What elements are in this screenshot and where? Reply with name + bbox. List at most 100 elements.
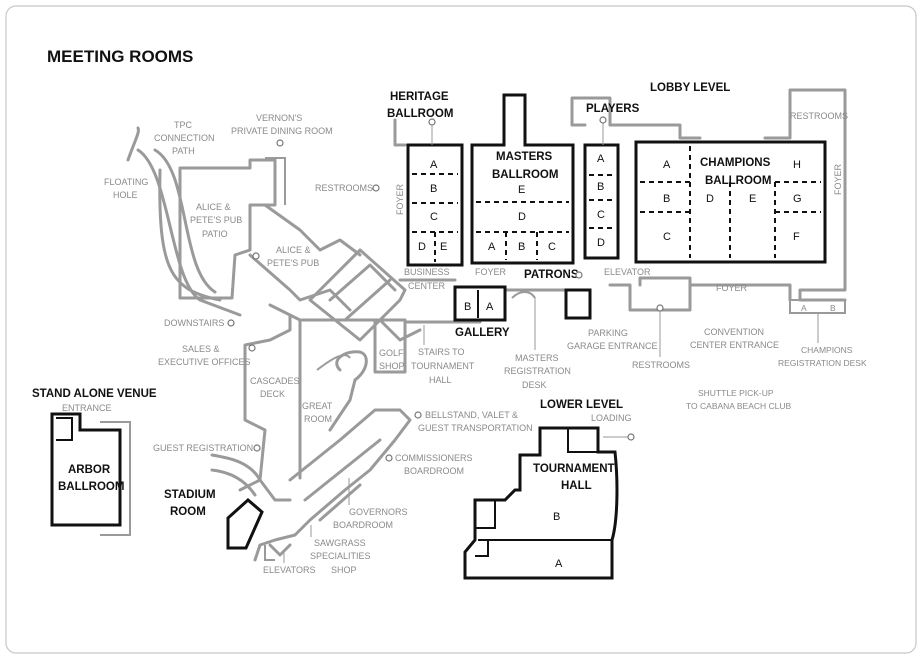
vernons-marker-icon — [276, 139, 284, 147]
commissioners-label-1: COMMISSIONERS — [395, 453, 473, 463]
tpc-label-3: PATH — [172, 146, 195, 156]
convention-label-1: CONVENTION — [704, 327, 764, 337]
masters-section-c: C — [548, 241, 556, 253]
tpc-label-1: TPC — [174, 120, 193, 130]
arbor-ballroom[interactable]: ARBOR BALLROOM — [50, 412, 131, 536]
players-section-b: B — [597, 181, 604, 193]
masters-title-line1: MASTERS — [496, 151, 553, 163]
champions-section-f: F — [793, 231, 800, 243]
loading-marker-icon — [627, 433, 635, 441]
main-building-outline — [126, 88, 847, 562]
champions-section-a: A — [663, 159, 671, 171]
downstairs-marker-icon — [227, 319, 235, 327]
cascades-label-2: DECK — [260, 389, 285, 399]
business-label-2: CENTER — [408, 281, 446, 291]
pub-label-2: PETE'S PUB — [267, 258, 319, 268]
players-marker-icon — [599, 116, 607, 124]
masters-section-d: D — [518, 211, 526, 223]
heritage-ballroom[interactable]: A B C D E — [406, 143, 464, 267]
players-section-a: A — [597, 153, 605, 165]
great-room-label-1: GREAT — [302, 401, 333, 411]
masters-reg-label-3: DESK — [522, 380, 547, 390]
stadium-title-line2: ROOM — [170, 506, 206, 518]
tournament-section-b: B — [553, 511, 560, 523]
sales-label-2: EXECUTIVE OFFICES — [158, 357, 251, 367]
masters-section-a: A — [488, 241, 496, 253]
champions-reg-label-2: REGISTRATION DESK — [778, 358, 867, 368]
sales-marker-icon — [248, 344, 256, 352]
sales-label-1: SALES & — [182, 344, 220, 354]
champions-section-h: H — [793, 159, 801, 171]
restrooms-right-label: RESTROOMS — [790, 111, 848, 121]
business-label-1: BUSINESS — [404, 267, 450, 277]
masters-foyer-label: FOYER — [475, 267, 507, 277]
masters-ballroom[interactable]: MASTERS BALLROOM E D A B C — [470, 93, 575, 265]
governors-label-1: GOVERNORS — [349, 507, 408, 517]
commissioners-marker-icon — [385, 454, 393, 462]
sawgrass-label-2: SPECIALITIES — [310, 551, 371, 561]
elevator-label: ELEVATOR — [604, 267, 651, 277]
patio-label-2: PETE'S PUB — [190, 215, 242, 225]
players-ballroom[interactable]: A B C D — [583, 143, 620, 260]
golf-label-1: GOLF — [379, 348, 404, 358]
champions-reg-b: B — [830, 303, 836, 313]
map-labels: TPC CONNECTION PATH VERNON'S PRIVATE DIN… — [104, 111, 867, 575]
tournament-title-line2: HALL — [561, 480, 592, 492]
pub-marker-icon — [252, 252, 260, 260]
stairs-label-1: STAIRS TO — [418, 347, 465, 357]
tournament-section-a: A — [555, 558, 563, 570]
heritage-marker-icon — [428, 118, 436, 126]
map-frame — [5, 5, 917, 654]
shuttle-label-1: SHUTTLE PICK-UP — [698, 388, 774, 398]
champions-title-line1: CHAMPIONS — [700, 157, 771, 169]
foyer-champions-label: FOYER — [833, 163, 843, 195]
masters-section-e: E — [518, 184, 525, 196]
vernons-label-1: VERNON'S — [256, 113, 302, 123]
masters-reg-label-1: MASTERS — [515, 353, 559, 363]
loading-label: LOADING — [591, 413, 632, 423]
patio-label-1: ALICE & — [196, 202, 231, 212]
tournament-hall[interactable]: TOURNAMENT HALL B A — [463, 426, 619, 580]
foyer-right-label: FOYER — [716, 283, 748, 293]
heritage-ballroom-title-line2: BALLROOM — [387, 108, 453, 120]
restrooms-bottom-label: RESTROOMS — [632, 360, 690, 370]
guest-reg-label: GUEST REGISTRATION — [153, 443, 253, 453]
masters-section-b: B — [518, 241, 525, 253]
heritage-section-d: D — [418, 241, 426, 253]
players-title: PLAYERS — [586, 103, 640, 115]
stairs-label-2: TOURNAMENT — [411, 361, 475, 371]
gallery-room[interactable]: B A — [453, 285, 507, 322]
restrooms-bottom-marker-icon — [656, 304, 664, 312]
entrance-label: ENTRANCE — [62, 403, 112, 413]
champions-section-b: B — [663, 193, 670, 205]
champions-ballroom[interactable]: CHAMPIONS BALLROOM A B C D E H G F — [634, 140, 827, 264]
governors-label-2: BOARDROOM — [333, 520, 393, 530]
cascades-label-1: CASCADES — [250, 376, 300, 386]
champions-section-g: G — [793, 193, 802, 205]
floating-label-1: FLOATING — [104, 177, 148, 187]
page-title: MEETING ROOMS — [47, 47, 193, 66]
heritage-section-c: C — [430, 211, 438, 223]
lower-level-heading: LOWER LEVEL — [540, 399, 623, 411]
stairs-label-3: HALL — [429, 375, 452, 385]
golf-label-2: SHOP — [379, 361, 405, 371]
standalone-title: STAND ALONE VENUE — [32, 388, 157, 400]
foyer-left-label: FOYER — [395, 183, 405, 215]
patrons-room[interactable] — [564, 288, 592, 320]
stadium-title-line1: STADIUM — [164, 489, 216, 501]
stadium-room[interactable] — [226, 498, 264, 550]
lobby-level-heading: LOBBY LEVEL — [650, 82, 730, 94]
players-section-d: D — [597, 237, 605, 249]
bellstand-marker-icon — [414, 411, 422, 419]
bellstand-label-2: GUEST TRANSPORTATION — [418, 423, 533, 433]
guest-reg-marker-icon — [253, 444, 261, 452]
champions-title-line2: BALLROOM — [705, 175, 771, 187]
restrooms-left-marker-icon — [372, 184, 380, 192]
great-room-label-2: ROOM — [304, 414, 332, 424]
floating-label-2: HOLE — [113, 190, 138, 200]
vernons-label-2: PRIVATE DINING ROOM — [231, 126, 333, 136]
parking-label-2: GARAGE ENTRANCE — [567, 341, 658, 351]
bellstand-label-1: BELLSTAND, VALET & — [425, 410, 518, 420]
restrooms-left-label: RESTROOMS — [315, 183, 373, 193]
